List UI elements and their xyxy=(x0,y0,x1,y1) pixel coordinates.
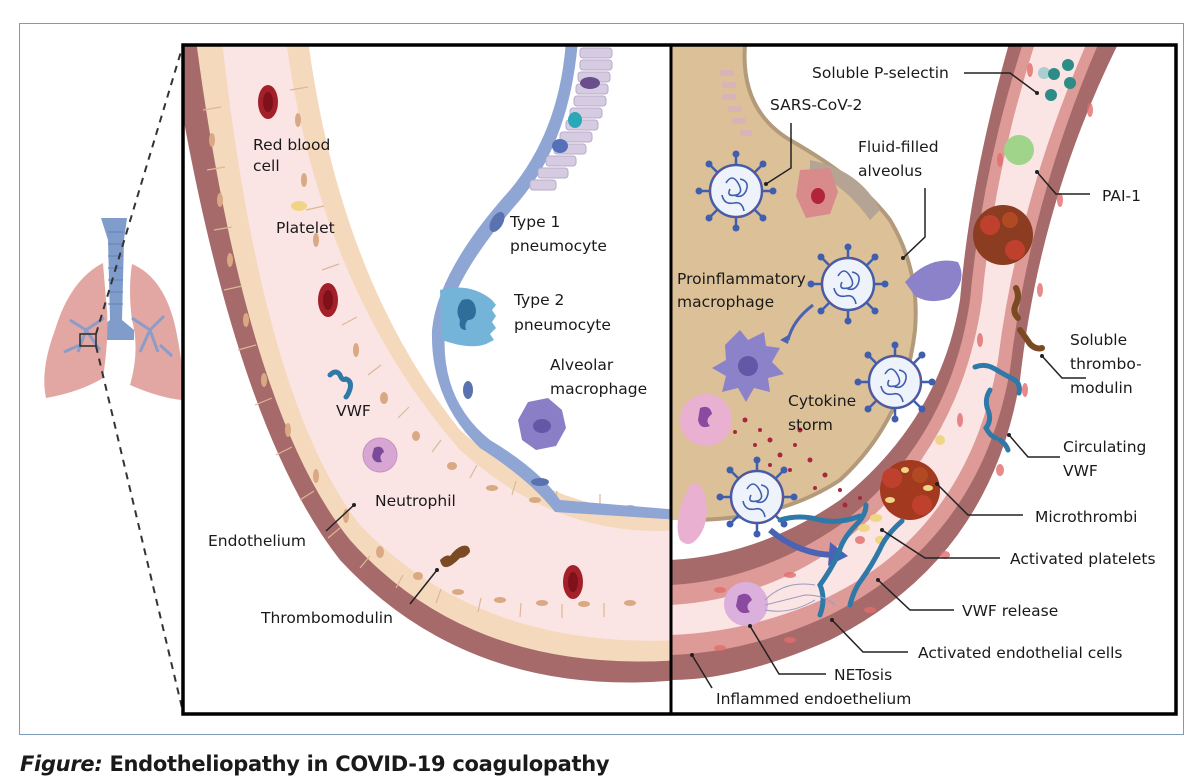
pai1-blob xyxy=(1004,135,1034,165)
label-alveolar-macrophage-2: macrophage xyxy=(550,380,647,398)
label-circulating-vwf: Circulating xyxy=(1063,438,1146,456)
label-platelet: Platelet xyxy=(276,219,335,237)
label-soluble-thrombomodulin-2: thrombo- xyxy=(1070,355,1142,373)
label-neutrophil: Neutrophil xyxy=(375,492,456,510)
caption-title: Endotheliopathy in COVID-19 coagulopathy xyxy=(109,752,610,776)
panel-border xyxy=(181,43,1178,716)
label-proinflammatory-macrophage: Proinflammatory xyxy=(677,270,806,288)
zoom-box xyxy=(79,333,97,347)
label-activated-platelets: Activated platelets xyxy=(1010,550,1156,568)
zoom-line-top xyxy=(95,44,184,335)
right-panel-labels: Soluble P-selectin SARS-CoV-2 Fluid-fill… xyxy=(677,64,1156,708)
label-red-blood-cell-2: cell xyxy=(253,157,280,175)
right-panel-covid xyxy=(671,45,1176,714)
p-selectin-particles xyxy=(1038,59,1076,101)
label-pai-1: PAI-1 xyxy=(1102,187,1141,205)
label-soluble-p-selectin: Soluble P-selectin xyxy=(812,64,949,82)
label-microthrombi: Microthrombi xyxy=(1035,508,1137,526)
label-endothelium: Endothelium xyxy=(208,532,306,550)
label-inflammed-endothelium: Inflammed endoethelium xyxy=(716,690,911,708)
label-circulating-vwf-2: VWF xyxy=(1063,462,1098,480)
type2-pneumocyte-cell xyxy=(440,287,496,347)
label-alveolar-macrophage: Alveolar xyxy=(550,356,614,374)
figure-caption: Figure: Endotheliopathy in COVID-19 coag… xyxy=(20,752,610,776)
label-soluble-thrombomodulin: Soluble xyxy=(1070,331,1127,349)
label-vwf: VWF xyxy=(336,402,371,420)
label-activated-endothelial-cells: Activated endothelial cells xyxy=(918,644,1123,662)
label-vwf-release: VWF release xyxy=(962,602,1058,620)
label-cytokine-storm: Cytokine xyxy=(788,392,856,410)
label-proinflammatory-macrophage-2: macrophage xyxy=(677,293,774,311)
left-panel-healthy xyxy=(183,45,671,714)
label-sars-cov-2: SARS-CoV-2 xyxy=(770,96,862,114)
label-soluble-thrombomodulin-3: modulin xyxy=(1070,379,1133,397)
lungs-icon xyxy=(44,218,184,400)
label-type1-pneumocyte: Type 1 xyxy=(509,213,560,231)
label-thrombomodulin: Thrombomodulin xyxy=(260,609,393,627)
label-type2-pneumocyte: Type 2 xyxy=(513,291,564,309)
left-panel-labels: Red blood cell Platelet VWF Neutrophil E… xyxy=(208,136,647,627)
zoom-line-bottom xyxy=(95,345,184,713)
label-fluid-filled-alveolus: Fluid-filled xyxy=(858,138,939,156)
label-cytokine-storm-2: storm xyxy=(788,416,833,434)
microthrombus xyxy=(858,435,945,544)
label-fluid-filled-alveolus-2: alveolus xyxy=(858,162,922,180)
caption-prefix: Figure: xyxy=(20,752,103,776)
label-type1-pneumocyte-2: pneumocyte xyxy=(510,237,607,255)
label-type2-pneumocyte-2: pneumocyte xyxy=(514,316,611,334)
label-red-blood-cell: Red blood xyxy=(253,136,330,154)
label-netosis: NETosis xyxy=(834,666,892,684)
